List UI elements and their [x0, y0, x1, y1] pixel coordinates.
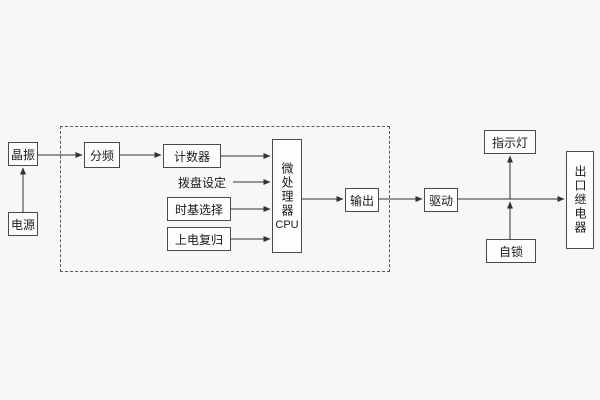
cpu-label-cn: 微处理器 — [280, 161, 294, 218]
exit-relay-label: 出口继电器 — [573, 165, 587, 235]
block-power-supply: 电源 — [8, 212, 38, 236]
block-exit-relay: 出口继电器 — [566, 151, 594, 249]
block-crystal-oscillator: 晶振 — [8, 142, 38, 166]
block-indicator-lamp: 指示灯 — [484, 130, 536, 154]
cpu-label-en: CPU — [275, 218, 299, 231]
block-self-lock: 自锁 — [486, 239, 536, 263]
label-dial-setting: 拨盘设定 — [177, 175, 226, 190]
block-drive: 驱动 — [424, 188, 458, 212]
block-power-on-reset: 上电复归 — [167, 227, 231, 251]
block-frequency-divider: 分频 — [84, 142, 120, 168]
block-microprocessor-cpu: 微处理器 CPU — [272, 139, 302, 253]
block-output: 输出 — [345, 188, 379, 212]
block-counter: 计数器 — [163, 144, 221, 168]
block-timebase-select: 时基选择 — [167, 197, 231, 221]
